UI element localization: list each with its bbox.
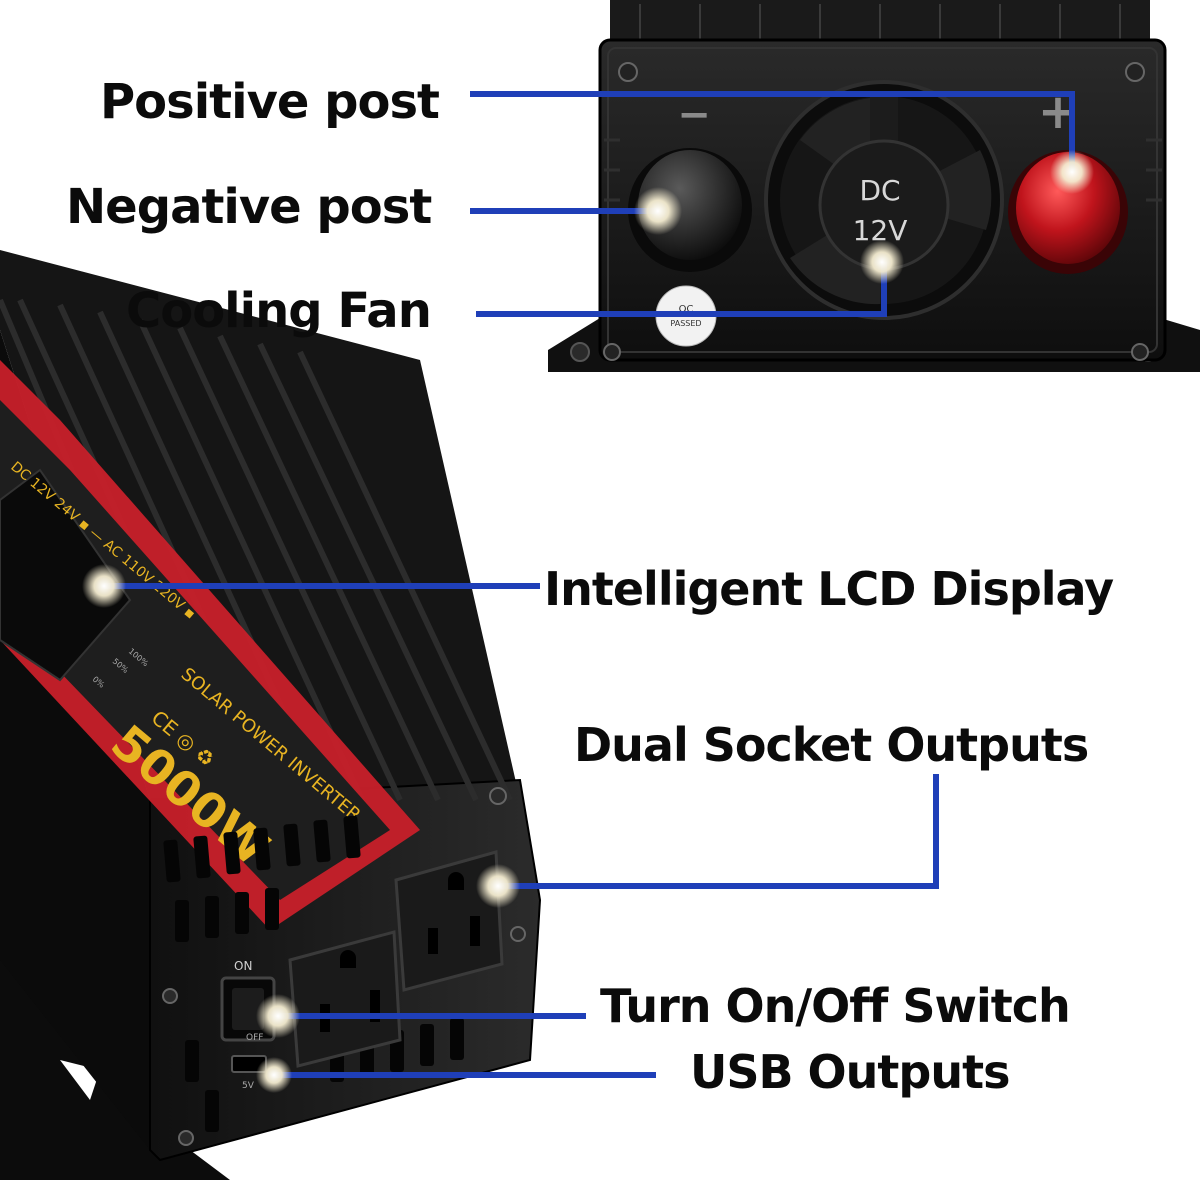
callout-power-switch: Turn On/Off Switch bbox=[600, 979, 1071, 1033]
bottom-inverter-angled-view: DC 12V 24V ▪ — AC 110V 220V ▪ 0% 50% 100… bbox=[0, 250, 542, 1180]
switch-off-label: OFF bbox=[246, 1033, 263, 1043]
positive-post bbox=[1008, 150, 1128, 274]
minus-mark: − bbox=[677, 92, 711, 138]
usb-voltage-label: 5V bbox=[242, 1081, 255, 1091]
qc-sticker-line1: QC bbox=[679, 304, 694, 315]
leader-socket-outputs bbox=[498, 774, 939, 889]
switch-on-label: ON bbox=[234, 959, 252, 973]
callout-negative-post: Negative post bbox=[66, 179, 432, 235]
callout-markers bbox=[82, 150, 1094, 1093]
callout-usb-outputs: USB Outputs bbox=[690, 1045, 1010, 1099]
callout-socket-outputs: Dual Socket Outputs bbox=[574, 718, 1089, 772]
marker-power-switch bbox=[256, 994, 300, 1038]
cooling-fan: DC 12V bbox=[764, 80, 1004, 320]
leader-lines bbox=[104, 91, 1075, 1078]
marker-lcd-display bbox=[82, 564, 126, 608]
marker-positive-post bbox=[1050, 150, 1094, 194]
callout-lcd-display: Intelligent LCD Display bbox=[544, 562, 1114, 616]
ac-socket-right bbox=[394, 850, 504, 992]
fan-label-dc: DC bbox=[859, 174, 900, 207]
marker-negative-post bbox=[634, 187, 682, 235]
top-inverter-end-view: − + DC 12V QC PASSED bbox=[548, 0, 1200, 372]
callout-positive-post: Positive post bbox=[100, 74, 440, 130]
marker-usb-outputs bbox=[256, 1057, 292, 1093]
marker-cooling-fan bbox=[860, 240, 904, 284]
callout-cooling-fan: Cooling Fan bbox=[126, 283, 432, 339]
marker-socket-outputs bbox=[476, 864, 520, 908]
qc-sticker-line2: PASSED bbox=[670, 319, 701, 328]
leader-positive-post bbox=[470, 91, 1075, 172]
